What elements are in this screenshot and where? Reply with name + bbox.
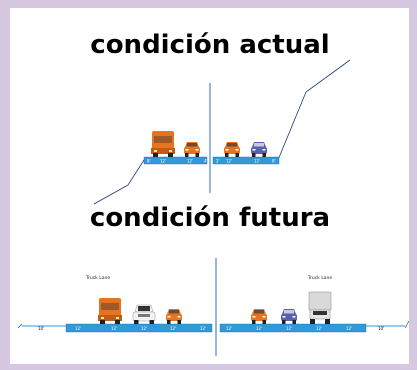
current-lane-label: 12' bbox=[160, 159, 166, 164]
semi-truck-icon bbox=[151, 131, 175, 157]
future-left-slope bbox=[17, 323, 23, 329]
car-icon bbox=[281, 309, 297, 324]
road-cross-section-diagram: condición actual 8' 12' 12' 4' 2' 12' 12… bbox=[17, 30, 409, 356]
current-lane-label: 12' bbox=[226, 159, 232, 164]
future-lane-label: 12' bbox=[170, 326, 176, 331]
current-lane-label: 4' bbox=[204, 159, 208, 164]
future-condition-title: condición futura bbox=[90, 203, 330, 233]
future-road-right bbox=[219, 323, 367, 333]
car-icon bbox=[184, 142, 200, 157]
pickup-truck-icon bbox=[132, 304, 156, 325]
future-lane-label: 12' bbox=[346, 326, 352, 331]
future-lane-label: 12' bbox=[256, 326, 262, 331]
semi-truck-icon bbox=[98, 298, 122, 324]
car-icon bbox=[166, 309, 182, 324]
current-road-left bbox=[143, 156, 208, 165]
future-lane-label: 12' bbox=[316, 326, 322, 331]
car-icon bbox=[251, 142, 267, 157]
current-condition-title: condición actual bbox=[90, 30, 329, 60]
future-lane-label: 12' bbox=[141, 326, 147, 331]
truck-lane-label-right: Truck Lane bbox=[307, 275, 332, 281]
current-left-slope bbox=[93, 159, 145, 205]
future-road-left bbox=[65, 323, 213, 333]
current-lane-label: 12' bbox=[254, 159, 260, 164]
future-right-slope bbox=[404, 320, 409, 329]
future-lane-label: 12' bbox=[200, 326, 206, 331]
future-lane-label: 12' bbox=[286, 326, 292, 331]
future-outer-label-left: 10' bbox=[38, 326, 44, 331]
current-lane-label: 12' bbox=[187, 159, 193, 164]
truck-lane-label-left: Truck Lane bbox=[85, 275, 110, 281]
current-lane-label: 8' bbox=[147, 159, 151, 164]
future-lane-label: 12' bbox=[226, 326, 232, 331]
car-icon bbox=[224, 142, 240, 157]
box-truck-icon bbox=[308, 291, 332, 325]
car-icon bbox=[251, 309, 267, 324]
current-lane-label: 8' bbox=[272, 159, 276, 164]
current-road-right bbox=[212, 156, 280, 165]
future-lane-label: 12' bbox=[111, 326, 117, 331]
current-right-slope bbox=[277, 59, 351, 161]
diagram-frame: condición actual 8' 12' 12' 4' 2' 12' 12… bbox=[10, 8, 409, 364]
current-lane-label: 2' bbox=[216, 159, 220, 164]
future-outer-label-right: 10' bbox=[378, 326, 384, 331]
future-lane-label: 12' bbox=[75, 326, 81, 331]
